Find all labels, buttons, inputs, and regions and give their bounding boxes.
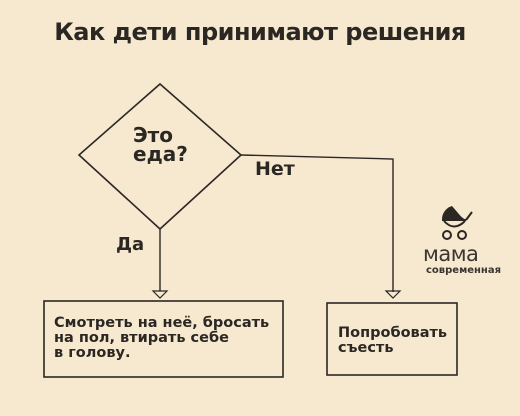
outcome-yes-text: Смотреть на неё, бросать на пол, втирать… (54, 316, 269, 361)
yes-branch-arrowhead (151, 290, 169, 299)
outcome-no-line: съесть (338, 340, 394, 356)
diagram-title: Как дети принимают решения (54, 18, 466, 46)
decision-question-line-1: Это (133, 123, 174, 147)
outcome-yes-line: на пол, втирать себе (54, 330, 229, 346)
no-branch-arrowhead (384, 290, 402, 299)
outcome-box-no (326, 302, 458, 376)
baby-stroller-icon (441, 206, 473, 240)
outcome-box-yes (43, 300, 284, 378)
yes-branch-label: Да (116, 234, 145, 255)
outcome-no-text: Попробовать съесть (338, 326, 447, 356)
no-branch-connector (240, 154, 394, 292)
outcome-yes-line: в голову. (54, 345, 131, 361)
logo-word: мама (423, 242, 479, 266)
logo (441, 206, 473, 240)
no-branch-label: Нет (255, 158, 295, 180)
decision-question-line-2: еда? (133, 142, 188, 166)
outcome-no-line: Попробовать (338, 325, 448, 341)
logo-subtitle: современная (426, 265, 502, 276)
outcome-yes-line: Смотреть на неё, бросать (54, 315, 270, 331)
